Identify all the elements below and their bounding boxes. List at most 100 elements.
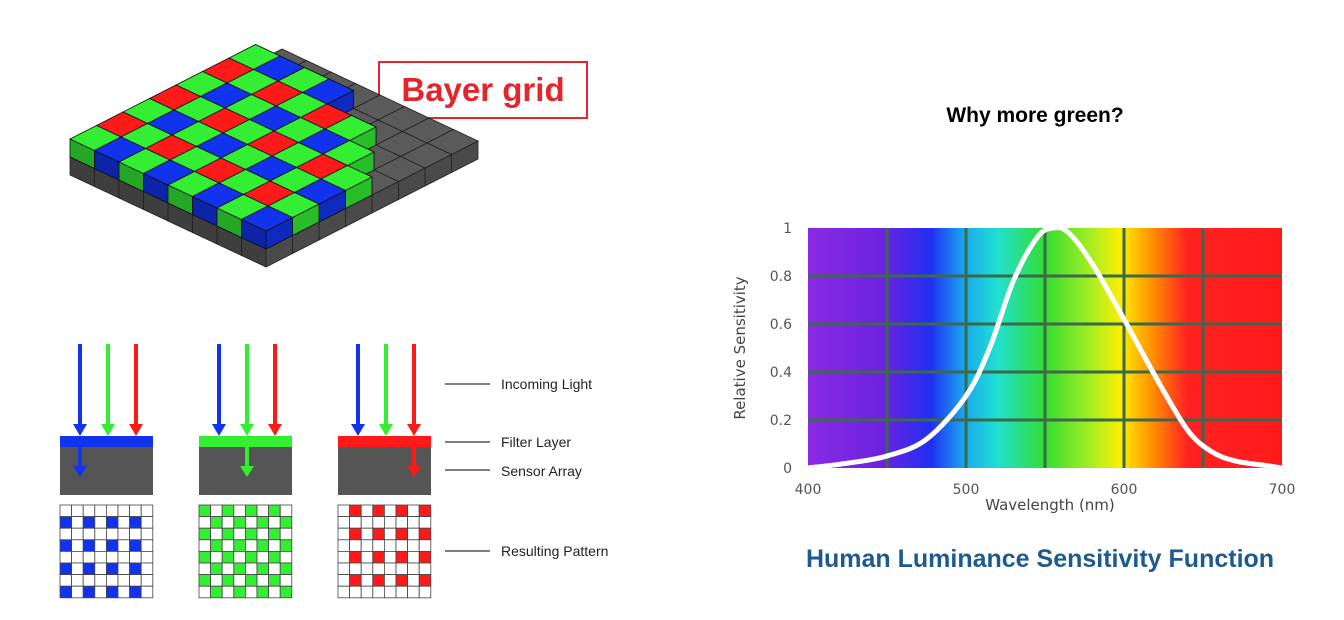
- pattern-cell: [383, 562, 397, 576]
- pattern-cell: [221, 539, 235, 552]
- pattern-cell: [407, 585, 420, 599]
- pattern-cell: [372, 516, 385, 529]
- pattern-cell: [129, 516, 142, 529]
- pattern-cell: [233, 516, 246, 529]
- pattern-cell: [256, 527, 270, 541]
- pattern-cell: [198, 562, 212, 576]
- pattern-cell: [349, 527, 362, 541]
- pattern-cell: [256, 574, 270, 587]
- pattern-cell: [279, 562, 293, 576]
- pattern-cell: [94, 539, 107, 552]
- x-tick-label: 600: [1111, 482, 1138, 498]
- pattern-cell: [140, 574, 154, 587]
- pattern-cell: [71, 551, 84, 564]
- arrow-head-red: [268, 424, 282, 436]
- pattern-cell: [337, 527, 351, 541]
- pattern-cell: [383, 516, 397, 529]
- pattern-cell: [71, 504, 84, 518]
- y-tick-label: 0.4: [770, 365, 792, 381]
- pattern-cell: [360, 504, 374, 518]
- pattern-cell: [360, 551, 374, 564]
- pattern-cell: [59, 516, 73, 529]
- pattern-cell: [372, 562, 385, 576]
- pattern-cell: [59, 574, 73, 587]
- pattern-cell: [268, 539, 281, 552]
- arrow-head-red: [407, 424, 421, 436]
- pattern-cell: [94, 504, 107, 518]
- pattern-cell: [407, 562, 420, 576]
- y-tick-label: 0.8: [770, 269, 792, 285]
- pattern-cell: [117, 574, 131, 587]
- pattern-cell: [198, 574, 212, 587]
- pattern-cell: [279, 504, 293, 518]
- pattern-cell: [418, 562, 432, 576]
- resulting-pattern-grids: [59, 504, 432, 599]
- pattern-cell: [59, 585, 73, 599]
- pattern-cell: [407, 516, 420, 529]
- pattern-cell: [140, 527, 154, 541]
- pattern-cell: [129, 551, 142, 564]
- pattern-cell: [233, 574, 246, 587]
- y-tick-label: 0.6: [770, 317, 792, 333]
- pattern-cell: [418, 574, 432, 587]
- passing-arrow-head: [240, 466, 254, 477]
- pattern-cell: [210, 516, 223, 529]
- legend-incoming-light: Incoming Light: [501, 376, 593, 392]
- chart-caption: Human Luminance Sensitivity Function: [805, 545, 1275, 573]
- pattern-cell: [360, 527, 374, 541]
- pattern-cell: [129, 527, 142, 541]
- pattern-cell: [337, 504, 351, 518]
- pattern-cell: [395, 574, 409, 587]
- pattern-cell: [82, 539, 96, 552]
- pattern-cell: [82, 585, 96, 599]
- pattern-cell: [407, 504, 420, 518]
- arrow-head-blue: [212, 424, 226, 436]
- pattern-cell: [233, 527, 246, 541]
- pattern-cell: [221, 551, 235, 564]
- pattern-cell: [383, 585, 397, 599]
- pattern-cell: [360, 562, 374, 576]
- pattern-cell: [395, 585, 409, 599]
- sensitivity-curve: [805, 225, 1285, 471]
- pattern-cell: [244, 551, 258, 564]
- pattern-cell: [418, 504, 432, 518]
- pattern-cell: [106, 504, 119, 518]
- passing-arrow-head: [73, 466, 87, 477]
- pattern-cell: [94, 551, 107, 564]
- pattern-cell: [256, 562, 270, 576]
- pattern-cell: [407, 527, 420, 541]
- pattern-cell: [372, 585, 385, 599]
- pattern-cell: [360, 516, 374, 529]
- pattern-cell: [233, 562, 246, 576]
- pattern-cell: [198, 551, 212, 564]
- pattern-cell: [117, 551, 131, 564]
- pattern-cell: [268, 562, 281, 576]
- pattern-cell: [106, 585, 119, 599]
- x-axis-label: Wavelength (nm): [985, 496, 1115, 514]
- pattern-cell: [221, 504, 235, 518]
- pattern-cell: [140, 539, 154, 552]
- pattern-cell: [82, 562, 96, 576]
- pattern-cell: [117, 516, 131, 529]
- pattern-cell: [221, 574, 235, 587]
- pattern-cell: [256, 585, 270, 599]
- pattern-cell: [372, 539, 385, 552]
- pattern-cell: [395, 504, 409, 518]
- arrow-head-green: [379, 424, 393, 436]
- pattern-cell: [71, 585, 84, 599]
- pattern-cell: [395, 562, 409, 576]
- pattern-cell: [140, 551, 154, 564]
- pattern-cell: [244, 585, 258, 599]
- pattern-cell: [337, 574, 351, 587]
- pattern-cell: [268, 527, 281, 541]
- pattern-cell: [268, 516, 281, 529]
- filter-cell-top: [240, 205, 294, 232]
- pattern-cell: [418, 551, 432, 564]
- pattern-cell: [140, 504, 154, 518]
- pattern-cell: [140, 585, 154, 599]
- pattern-cell: [279, 551, 293, 564]
- pattern-cell: [337, 516, 351, 529]
- pattern-cell: [256, 539, 270, 552]
- pattern-cell: [383, 504, 397, 518]
- pattern-cell: [349, 539, 362, 552]
